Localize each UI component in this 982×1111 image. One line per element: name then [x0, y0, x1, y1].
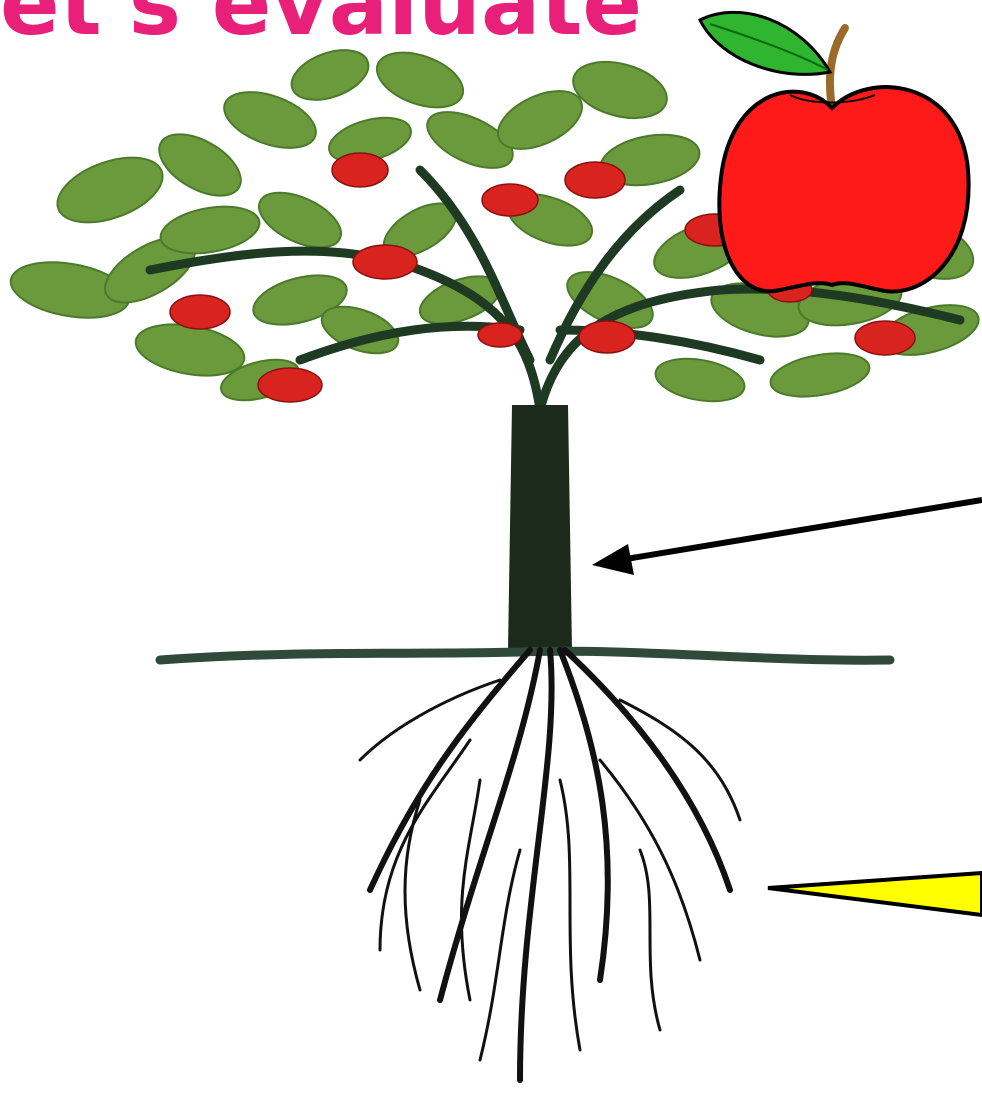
tree-trunk: [508, 405, 572, 650]
tree-roots: [360, 650, 740, 1080]
trunk-pointer-arrow: [592, 500, 982, 575]
roots-pointer-arrow: [768, 873, 982, 915]
apple-icon: [700, 12, 969, 291]
